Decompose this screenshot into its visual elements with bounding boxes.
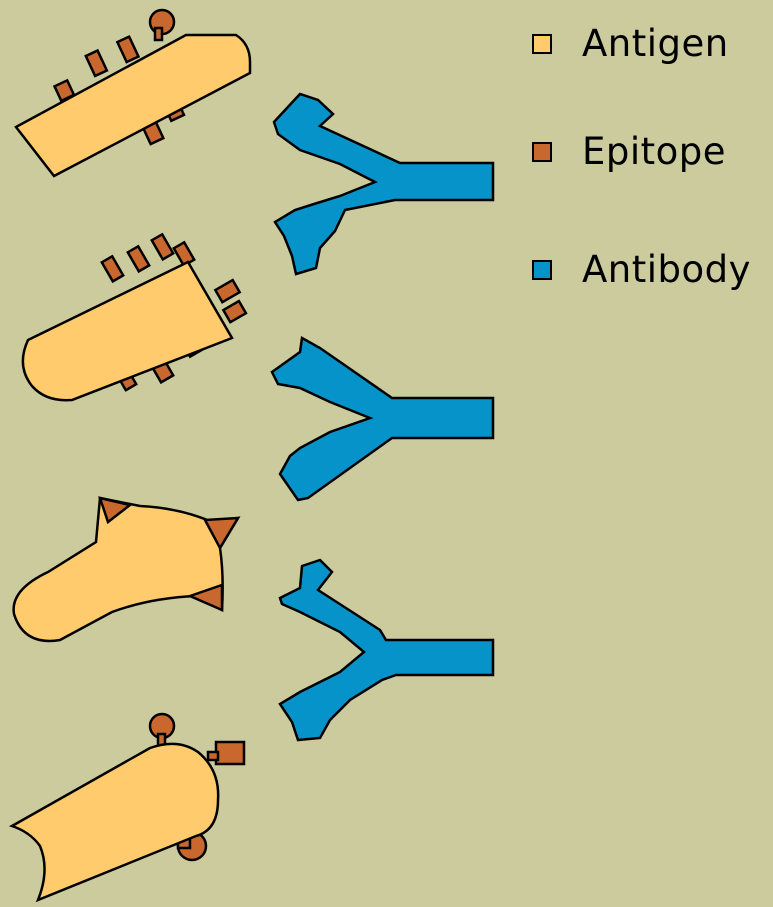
epitope — [174, 242, 194, 265]
epitope — [208, 752, 218, 760]
antigen-2 — [23, 234, 246, 400]
antibody-1 — [274, 94, 493, 274]
legend-label-antibody: Antibody — [582, 250, 751, 290]
epitope — [223, 301, 246, 322]
antibody-swatch — [532, 260, 552, 280]
antigen-3 — [14, 498, 238, 641]
antigen-swatch — [532, 34, 552, 54]
epitope — [117, 37, 138, 62]
epitope — [215, 280, 239, 302]
legend-label-antigen: Antigen — [582, 24, 729, 64]
epitope — [128, 246, 149, 271]
antigen-1 — [16, 10, 250, 176]
epitope-swatch — [532, 142, 552, 162]
antibody-2 — [272, 338, 493, 500]
antibody-3 — [280, 560, 493, 740]
epitope — [152, 234, 173, 259]
epitope — [216, 742, 244, 764]
epitope — [102, 256, 123, 281]
epitope — [86, 51, 107, 76]
antigen-body — [23, 262, 232, 400]
epitope — [155, 28, 162, 40]
legend-label-epitope: Epitope — [582, 132, 726, 172]
antigen-4 — [12, 714, 244, 900]
antigen-body — [12, 744, 218, 900]
